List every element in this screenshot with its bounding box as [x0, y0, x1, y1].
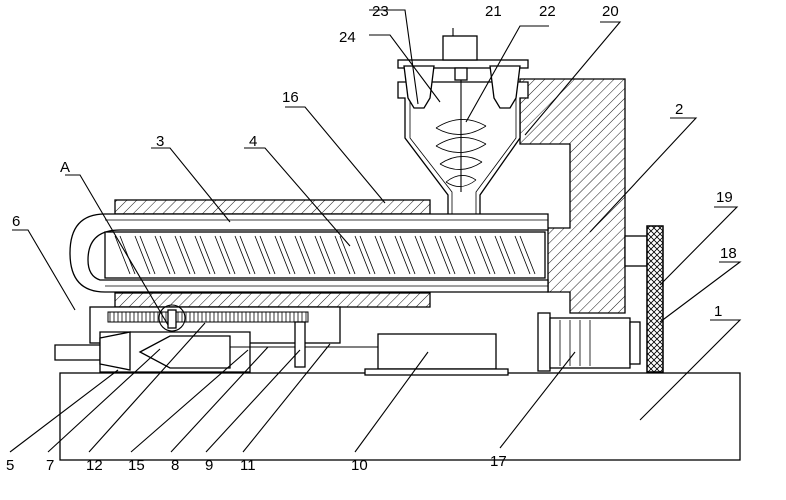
- label-2: 2: [675, 101, 683, 118]
- label-21: 21: [485, 3, 502, 20]
- label-12: 12: [86, 457, 103, 474]
- label-10: 10: [351, 457, 368, 474]
- label-17: 17: [490, 453, 507, 470]
- drive-motor: [537, 312, 641, 372]
- label-7: 7: [46, 457, 54, 474]
- part-labels: 21 23 22 20 24 16 2 3 4 A 19 6 18 1 5 7 …: [6, 3, 737, 474]
- label-4: 4: [249, 133, 257, 150]
- label-5: 5: [6, 457, 14, 474]
- label-15: 15: [128, 457, 145, 474]
- leader-lines: [9, 9, 742, 453]
- label-3: 3: [156, 133, 164, 150]
- label-8: 8: [171, 457, 179, 474]
- base-plate: [59, 372, 741, 461]
- push-cylinder: [364, 333, 509, 376]
- label-9: 9: [205, 457, 213, 474]
- label-23: 23: [372, 3, 389, 20]
- label-19: 19: [716, 189, 733, 206]
- extruder-screw: [104, 231, 546, 279]
- label-16: 16: [282, 89, 299, 106]
- heater-jacket: [114, 199, 431, 308]
- label-24: 24: [339, 29, 356, 46]
- label-20: 20: [602, 3, 619, 20]
- feed-hopper: [397, 35, 529, 223]
- die-assembly: [54, 304, 380, 373]
- label-1: 1: [714, 303, 722, 320]
- barrel: [69, 213, 549, 293]
- drive-wheel: [624, 225, 664, 373]
- label-22: 22: [539, 3, 556, 20]
- label-A: A: [60, 159, 70, 176]
- label-18: 18: [720, 245, 737, 262]
- motor-21: [442, 35, 478, 61]
- label-11: 11: [240, 457, 256, 474]
- label-6: 6: [12, 213, 20, 230]
